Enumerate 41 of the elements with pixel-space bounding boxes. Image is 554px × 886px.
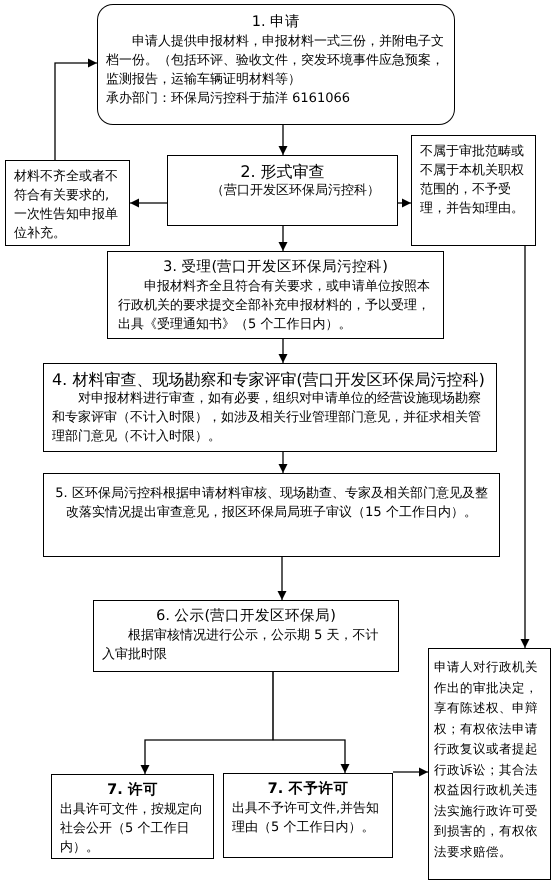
arrow	[393, 768, 428, 776]
process-box	[411, 135, 536, 246]
process-box	[5, 160, 130, 246]
note-text: 不属于审批范畴或不属于本机关职权范围的，不予受理，并告知理由。	[420, 143, 525, 218]
step-heading: 7. 许可	[106, 781, 159, 800]
step-description: 出具许可文件，按规定向社会公开（5 个工作日内）。	[60, 801, 204, 857]
arrow	[398, 198, 411, 208]
rounded-process-box	[97, 4, 455, 125]
note-text: 材料不齐全或者不符合有关要求的,一次性告知申报单位补充。	[14, 168, 119, 243]
arrow	[278, 557, 286, 600]
note-text: 5. 区环保局污控科根据申请材料审核、现场勘查、专家及相关部门意见及整改落实情况提出审查意见，报区环保局局班子审议（15 个工作日内）。	[54, 485, 489, 522]
process-box	[167, 155, 398, 226]
step-heading: 3. 受理(营口开发区环保局污控科)	[162, 258, 389, 277]
process-box	[93, 600, 399, 672]
arrow	[278, 226, 288, 251]
arrow	[520, 246, 530, 648]
step-heading: 7. 不予许可	[266, 780, 350, 799]
arrow	[130, 198, 167, 208]
process-box	[107, 251, 444, 339]
note-text: 申请人对行政机关作出的审批决定，享有陈述权、申辩权；有权依法申请行政复议或者提起行政诉讼；其合法权益因行政机关违法实施行政许可受到损害的，有权依法要求赔偿。	[434, 658, 539, 860]
arrow	[54, 58, 97, 160]
step-description: 承办部门：环保局污控科于茄洋 6161066	[106, 90, 352, 108]
arrow	[272, 672, 350, 773]
step-description: 对申报材料进行审查，如有必要，组织对申请单位的经营设施现场勘察和专家评审（不计入时限），如涉及相关行业管理部门意见，并征求相关管理部门意见（不计入时限）。	[52, 390, 482, 446]
step-description: （营口开发区环保局污控科）	[210, 182, 381, 200]
arrow	[278, 452, 288, 473]
step-heading: 2. 形式审查	[239, 162, 326, 181]
step-heading: 6. 公示(营口开发区环保局)	[155, 607, 337, 626]
arrow	[278, 339, 288, 363]
step-description: 申请人提供申报材料，申报材料一式三份，并附电子文档一份。（包括环评、验收文件，突发环境事件应急预案，监测报告，运输车辆证明材料等）	[106, 33, 445, 89]
process-box	[43, 473, 500, 557]
step-description: 根据审核情况进行公示，公示期 5 天，不计入审批时限	[102, 627, 380, 664]
step-description: 申报材料齐全且符合有关要求，或申请单位按照本行政机关的要求提交全部补充申报材料的，予以受理，出具《受理通知书》（5 个工作日内）。	[118, 278, 431, 334]
process-box	[43, 363, 497, 452]
process-box	[428, 648, 551, 880]
step-heading: 1. 申请	[250, 13, 302, 32]
step-heading: 4. 材料审查、现场勘察和专家评审(营口开发区环保局污控科)	[52, 370, 486, 389]
arrow	[278, 125, 288, 155]
process-box	[51, 774, 214, 859]
process-box	[223, 773, 393, 858]
step-description: 出具不予许可文件,并告知理由（5 个工作日内）。	[232, 800, 380, 837]
